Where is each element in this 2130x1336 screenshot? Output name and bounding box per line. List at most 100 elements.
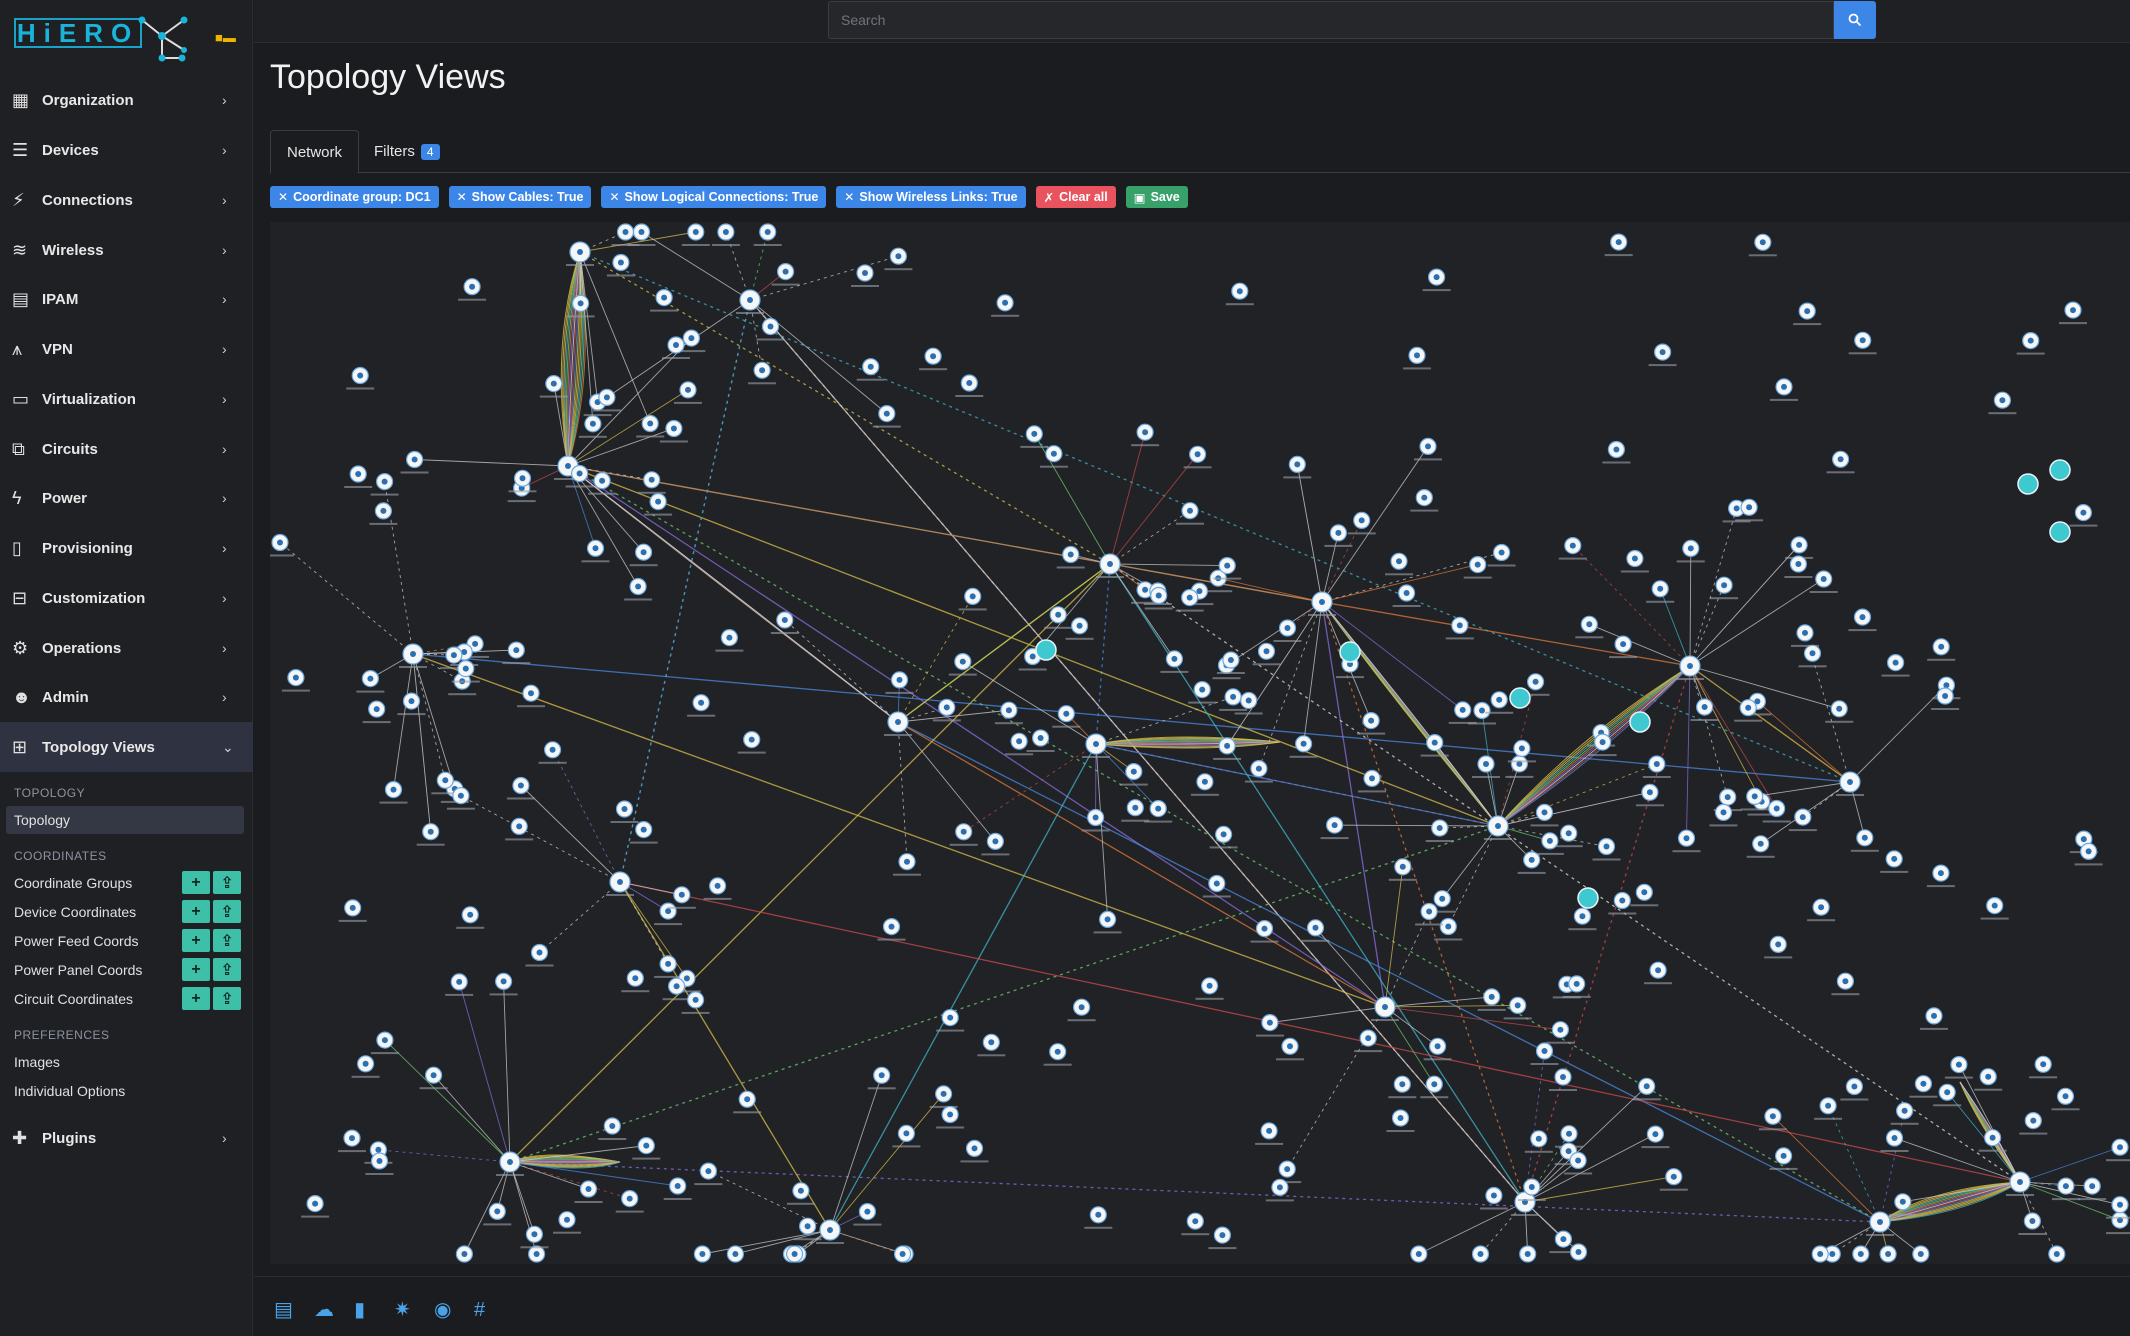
add-button[interactable]: + xyxy=(182,958,210,981)
sidebar-item-wireless[interactable]: ≋Wireless› xyxy=(0,225,253,275)
topology-graph[interactable] xyxy=(270,222,2130,1264)
sidebar-item-label: Provisioning xyxy=(42,539,133,557)
sidebar-item-label: Admin xyxy=(42,688,89,706)
sidebar-item-individual-options[interactable]: Individual Options xyxy=(14,1083,126,1099)
import-button[interactable]: ⇪ xyxy=(213,958,241,981)
chevron-right-icon: › xyxy=(222,490,227,506)
github-icon[interactable]: ◉ xyxy=(434,1299,452,1321)
sidebar-item-provisioning[interactable]: ▯Provisioning› xyxy=(0,523,253,573)
chevron-right-icon: › xyxy=(222,689,227,705)
chevron-right-icon: › xyxy=(222,441,227,457)
sidebar-item-admin[interactable]: ☻ Admin › xyxy=(0,672,253,722)
circuit-icon: ⧉ xyxy=(12,439,25,459)
sidebar-item-operations[interactable]: ⚙Operations› xyxy=(0,623,253,673)
clear-all-button[interactable]: ✗ Clear all xyxy=(1035,186,1116,208)
sidebar-item-device-coordinates[interactable]: Device Coordinates xyxy=(14,904,137,920)
plugin-icon[interactable]: ✷ xyxy=(394,1299,411,1321)
book-icon[interactable]: ▮ xyxy=(354,1299,366,1321)
add-button[interactable]: + xyxy=(182,987,210,1010)
add-button[interactable]: + xyxy=(182,900,210,923)
topology-graph-canvas[interactable] xyxy=(270,222,2130,1264)
topology-heading: TOPOLOGY xyxy=(14,786,86,800)
server-icon: ☰ xyxy=(12,140,29,160)
sidebar-item-power-feed-coords[interactable]: Power Feed Coords xyxy=(14,933,139,949)
page-title: Topology Views xyxy=(270,58,506,96)
cloud-icon[interactable]: ☁ xyxy=(314,1299,334,1321)
sidebar-item-circuits[interactable]: ⧉ Circuits › xyxy=(0,424,253,474)
sidebar-item-label: Organization xyxy=(42,91,134,109)
chevron-right-icon: › xyxy=(222,590,227,606)
chevron-right-icon: › xyxy=(222,1130,227,1146)
sidebar: HiERO ■▬ ▦ Organization › ☰Devices›⚡Connect… xyxy=(0,0,253,1336)
sidebar-item-label: Power xyxy=(42,489,88,507)
sidebar-item-customization[interactable]: ⊟Customization› xyxy=(0,573,253,623)
monitor-icon: ▭ xyxy=(12,389,30,409)
chip-show-logical-connections[interactable]: ✕ Show Logical Connections: True xyxy=(601,186,827,208)
filters-count-badge: 4 xyxy=(420,143,440,160)
sidebar-item-images[interactable]: Images xyxy=(14,1054,60,1070)
import-button[interactable]: ⇪ xyxy=(213,900,241,923)
chevron-right-icon: › xyxy=(222,92,227,108)
slack-icon[interactable]: # xyxy=(474,1299,486,1321)
logo-box: HiERO xyxy=(14,18,142,48)
remove-icon[interactable]: ✕ xyxy=(278,190,289,204)
vpn-icon: ⩚ xyxy=(12,339,23,359)
sub-actions: +⇪ xyxy=(182,987,241,1010)
chip-show-cables[interactable]: ✕ Show Cables: True xyxy=(448,186,592,208)
chip-label: Show Wireless Links: True xyxy=(859,190,1018,204)
building-icon: ▦ xyxy=(12,90,30,110)
import-button[interactable]: ⇪ xyxy=(213,987,241,1010)
pin-icon[interactable]: ■▬ xyxy=(215,30,236,45)
sidebar-item-label: Circuits xyxy=(42,440,98,458)
plug-icon: ⚡ xyxy=(12,190,25,210)
preferences-heading: PREFERENCES xyxy=(14,1028,110,1042)
import-button[interactable]: ⇪ xyxy=(213,929,241,952)
sidebar-item-devices[interactable]: ☰Devices› xyxy=(0,125,253,175)
chip-coordinate-group[interactable]: ✕ Coordinate group: DC1 xyxy=(270,186,439,208)
sidebar-item-virtualization[interactable]: ▭Virtualization› xyxy=(0,374,253,424)
save-button[interactable]: ▣ Save xyxy=(1125,186,1188,208)
sidebar-item-organization[interactable]: ▦ Organization › xyxy=(0,75,253,125)
sidebar-item-topology-views[interactable]: ⊞ Topology Views ⌄ xyxy=(0,722,253,772)
sitemap-icon: ⊞ xyxy=(12,737,28,757)
ipam-icon: ▤ xyxy=(12,289,30,309)
sidebar-item-circuit-coordinates[interactable]: Circuit Coordinates xyxy=(14,991,134,1007)
chip-label: Show Logical Connections: True xyxy=(624,190,819,204)
import-button[interactable]: ⇪ xyxy=(213,871,241,894)
sidebar-item-power-panel-coords[interactable]: Power Panel Coords xyxy=(14,962,143,978)
sub-actions: +⇪ xyxy=(182,958,241,981)
sidebar-item-coordinate-groups[interactable]: Coordinate Groups xyxy=(14,875,133,891)
tab-filters[interactable]: Filters 4 xyxy=(358,130,456,173)
tab-network[interactable]: Network xyxy=(270,130,360,174)
remove-icon[interactable]: ✕ xyxy=(844,190,855,204)
logo-network-icon xyxy=(138,16,188,62)
search-input[interactable] xyxy=(828,1,1834,39)
tab-network-label: Network xyxy=(287,143,343,161)
sidebar-item-connections[interactable]: ⚡Connections› xyxy=(0,175,253,225)
chevron-down-icon: ⌄ xyxy=(222,738,234,755)
brand-logo[interactable]: HiERO xyxy=(14,10,188,62)
chip-show-wireless-links[interactable]: ✕ Show Wireless Links: True xyxy=(836,186,1026,208)
sidebar-item-topology[interactable]: Topology xyxy=(6,806,244,834)
sidebar-item-ipam[interactable]: ▤IPAM› xyxy=(0,274,253,324)
docs-icon[interactable]: ▤ xyxy=(274,1299,293,1321)
top-bar xyxy=(254,0,2130,43)
sidebar-item-vpn[interactable]: ⩚VPN› xyxy=(0,324,253,374)
sidebar-item-label: Virtualization xyxy=(42,390,136,408)
add-button[interactable]: + xyxy=(182,871,210,894)
sidebar-item-label: Operations xyxy=(42,639,122,657)
chip-label: Show Cables: True xyxy=(471,190,584,204)
remove-icon[interactable]: ✕ xyxy=(609,190,620,204)
sidebar-item-plugins[interactable]: ✚Plugins› xyxy=(0,1113,253,1163)
add-button[interactable]: + xyxy=(182,929,210,952)
remove-icon[interactable]: ✕ xyxy=(456,190,467,204)
search-button[interactable] xyxy=(1834,1,1876,39)
sidebar-item-label: Topology Views xyxy=(42,738,155,756)
users-icon: ☻ xyxy=(12,687,31,707)
sidebar-item-label: Wireless xyxy=(42,241,104,259)
sidebar-item-label: VPN xyxy=(42,340,73,358)
toolbox-icon: ⊟ xyxy=(12,588,28,608)
chip-label: Coordinate group: DC1 xyxy=(293,190,431,204)
sub-actions: +⇪ xyxy=(182,900,241,923)
